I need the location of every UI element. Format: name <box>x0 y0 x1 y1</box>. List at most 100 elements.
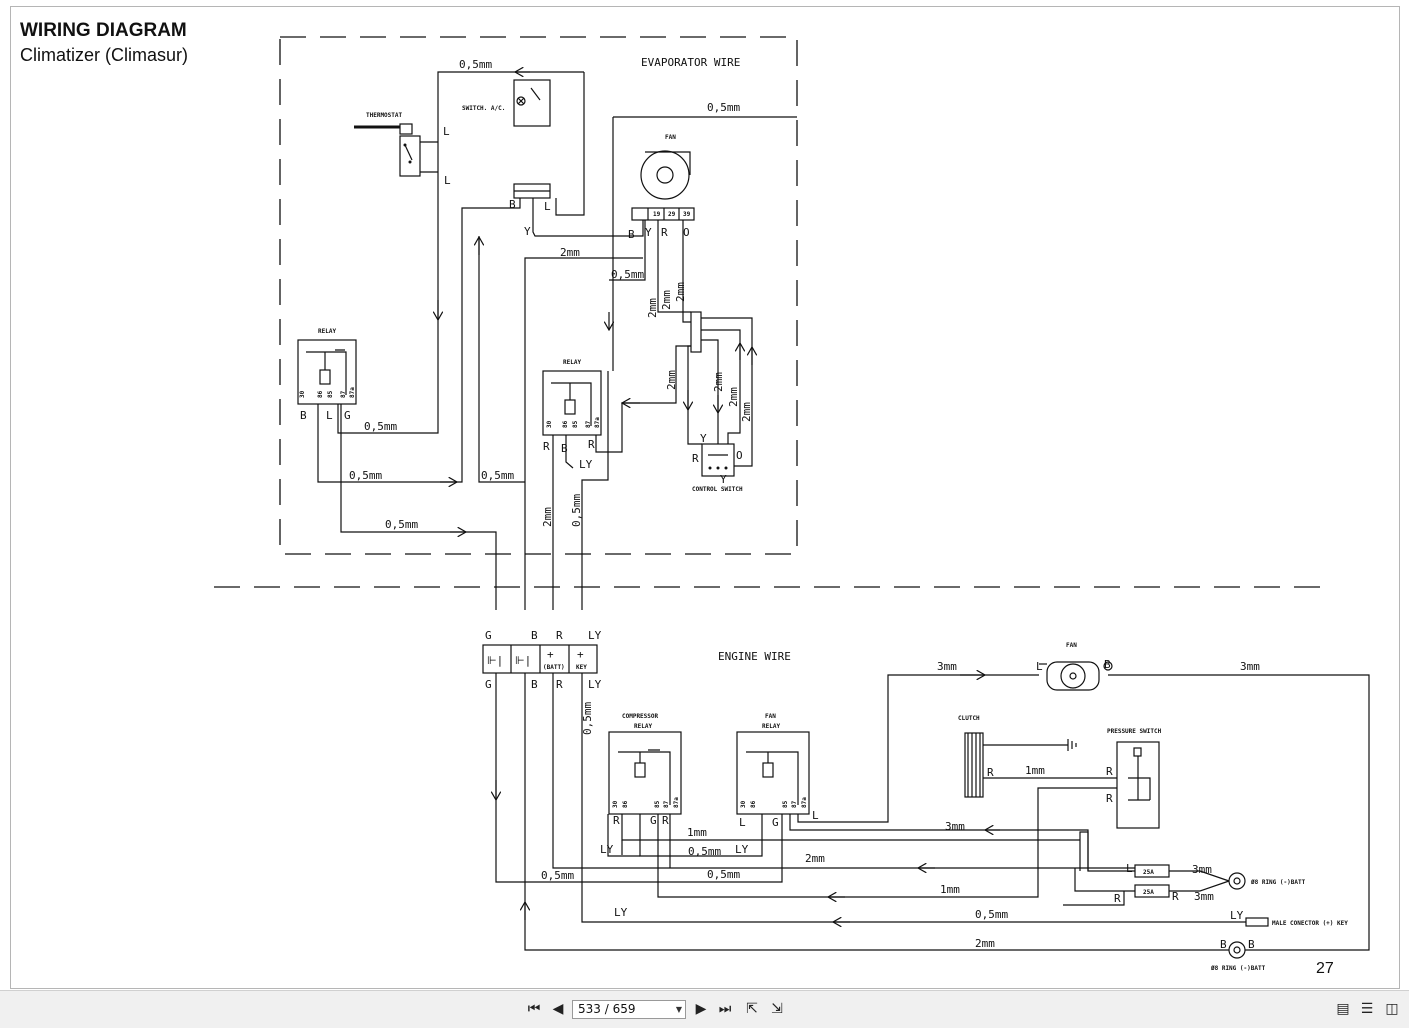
wire-size: 0,5mm <box>481 469 514 482</box>
wire-letter: R <box>556 629 563 642</box>
svg-text:30: 30 <box>299 390 306 398</box>
svg-text:29: 29 <box>668 211 676 218</box>
wire-letter: R <box>692 452 699 465</box>
continuous-view-icon[interactable]: ☰ <box>1360 1001 1374 1017</box>
wire-letter: L <box>443 125 450 138</box>
svg-text:KEY: KEY <box>576 664 587 671</box>
fuse-1: 25A <box>1134 864 1170 878</box>
svg-text:87a: 87a <box>801 797 808 808</box>
wire-letter: LY <box>600 843 614 856</box>
wire-size: 0,5mm <box>459 58 492 71</box>
svg-text:86: 86 <box>622 800 629 808</box>
page-number: 27 <box>1316 960 1334 977</box>
svg-text:Ø8 RING (-)BATT: Ø8 RING (-)BATT <box>1210 965 1266 972</box>
wire-letter: LY <box>588 629 602 642</box>
wire-letter: Y <box>720 473 727 486</box>
wire-letter: R <box>543 440 550 453</box>
svg-text:25A: 25A <box>1143 889 1154 896</box>
svg-text:86: 86 <box>750 800 757 808</box>
page-indicator: 533 / 659 <box>578 1002 636 1016</box>
wire-letter: R <box>556 678 563 691</box>
facing-pages-view-icon[interactable]: ◫ <box>1385 1001 1399 1017</box>
clutch: CLUTCH <box>958 715 1077 798</box>
wire-letter: R <box>661 226 668 239</box>
wire-letter: B <box>531 629 538 642</box>
wire-size: 0,5mm <box>707 101 740 114</box>
svg-text:87: 87 <box>340 390 347 398</box>
svg-text:FAN: FAN <box>765 713 776 720</box>
svg-text:30: 30 <box>546 420 553 428</box>
next-page-icon[interactable]: ▶ <box>695 1001 707 1017</box>
svg-text:30: 30 <box>740 800 747 808</box>
arrows <box>496 675 1000 922</box>
ring-terminal-batt-1: Ø8 RING (-)BATT <box>1228 872 1306 890</box>
first-page-icon[interactable]: ⏮ <box>527 1001 541 1017</box>
wire-letter: LY <box>614 906 628 919</box>
wire-letter: O <box>683 226 690 239</box>
chevron-down-icon: ▼ <box>675 1005 682 1014</box>
ring-terminal-batt-2: Ø8 RING (-)BATT <box>1210 941 1266 972</box>
wire-letter: LY <box>588 678 602 691</box>
last-page-icon[interactable]: ⏭ <box>718 1001 732 1017</box>
svg-text:86: 86 <box>562 420 569 428</box>
main-connector: ⊩| ⊩| + + (BATT) KEY <box>482 644 598 674</box>
single-page-view-icon[interactable]: ▤ <box>1336 1001 1350 1017</box>
svg-text:85: 85 <box>654 800 661 808</box>
wire-letter: R <box>1106 765 1113 778</box>
previous-page-icon[interactable]: ◀ <box>552 1001 564 1017</box>
wire-size: 3mm <box>1192 863 1212 876</box>
svg-text:⊩|: ⊩| <box>487 654 503 667</box>
svg-text:19: 19 <box>653 211 661 218</box>
wire-size: 0,5mm <box>385 518 418 531</box>
go-back-view-icon[interactable]: ⇱ <box>746 1001 758 1017</box>
relay-left: RELAY 30 86 85 87 87a <box>297 328 357 405</box>
svg-text:PRESSURE SWITCH: PRESSURE SWITCH <box>1107 728 1162 735</box>
wire-letter: G <box>772 816 779 829</box>
svg-text:CONTROL SWITCH: CONTROL SWITCH <box>692 486 743 493</box>
viewer-toolbar: ⏮ ◀ 533 / 659 ▼ ▶ ⏭ ⇱ ⇲ ▤ ☰ ◫ <box>0 990 1409 1028</box>
wire-size: 0,5mm <box>581 702 594 735</box>
go-forward-view-icon[interactable]: ⇲ <box>771 1001 783 1017</box>
wire-letter: LY <box>579 458 593 471</box>
wire-size: 0,5mm <box>975 908 1008 921</box>
thermostat: THERMOSTAT <box>354 112 421 177</box>
svg-text:87a: 87a <box>594 417 601 428</box>
svg-text:87a: 87a <box>349 387 356 398</box>
svg-text:30: 30 <box>612 800 619 808</box>
arrows <box>438 72 752 532</box>
evaporator-boundary <box>279 36 798 555</box>
svg-text:SWITCH. A/C.: SWITCH. A/C. <box>462 105 505 112</box>
wire-letter: L <box>739 816 746 829</box>
svg-text:THERMOSTAT: THERMOSTAT <box>366 112 403 119</box>
wire-letter: B <box>628 228 635 241</box>
junction-connector <box>690 311 702 353</box>
wire-size: 0,5mm <box>707 868 740 881</box>
wire-letter: L <box>1036 660 1043 673</box>
wire-letter: R <box>987 766 994 779</box>
wire-size: 2mm <box>727 387 740 407</box>
wire-letter: G <box>344 409 351 422</box>
svg-text:85: 85 <box>327 390 334 398</box>
svg-text:85: 85 <box>782 800 789 808</box>
fuse-2: 25A <box>1134 884 1170 898</box>
wire-size: 0,5mm <box>611 268 644 281</box>
page-selector[interactable]: 533 / 659 ▼ <box>572 1000 686 1019</box>
wire-letter: R <box>588 438 595 451</box>
svg-text:87: 87 <box>585 420 592 428</box>
svg-text:87: 87 <box>791 800 798 808</box>
control-switch: CONTROL SWITCH <box>692 443 743 493</box>
svg-text:FAN: FAN <box>665 134 676 141</box>
svg-text:RELAY: RELAY <box>563 359 581 366</box>
male-connector-key: MALE CONECTOR (+) KEY <box>1245 917 1348 927</box>
svg-text:(BATT): (BATT) <box>543 664 565 671</box>
svg-text:86: 86 <box>317 390 324 398</box>
wire-size: 2mm <box>674 282 687 302</box>
wire-size: 0,5mm <box>349 469 382 482</box>
svg-text:39: 39 <box>683 211 691 218</box>
wire-letter: L <box>812 809 819 822</box>
compressor-relay: COMPRESSOR RELAY 30 86 85 87 87a <box>608 713 682 815</box>
wire-letter: O <box>736 449 743 462</box>
wire-size: 2mm <box>712 372 725 392</box>
svg-text:MALE CONECTOR (+) KEY: MALE CONECTOR (+) KEY <box>1272 920 1348 927</box>
wire-size: 3mm <box>937 660 957 673</box>
